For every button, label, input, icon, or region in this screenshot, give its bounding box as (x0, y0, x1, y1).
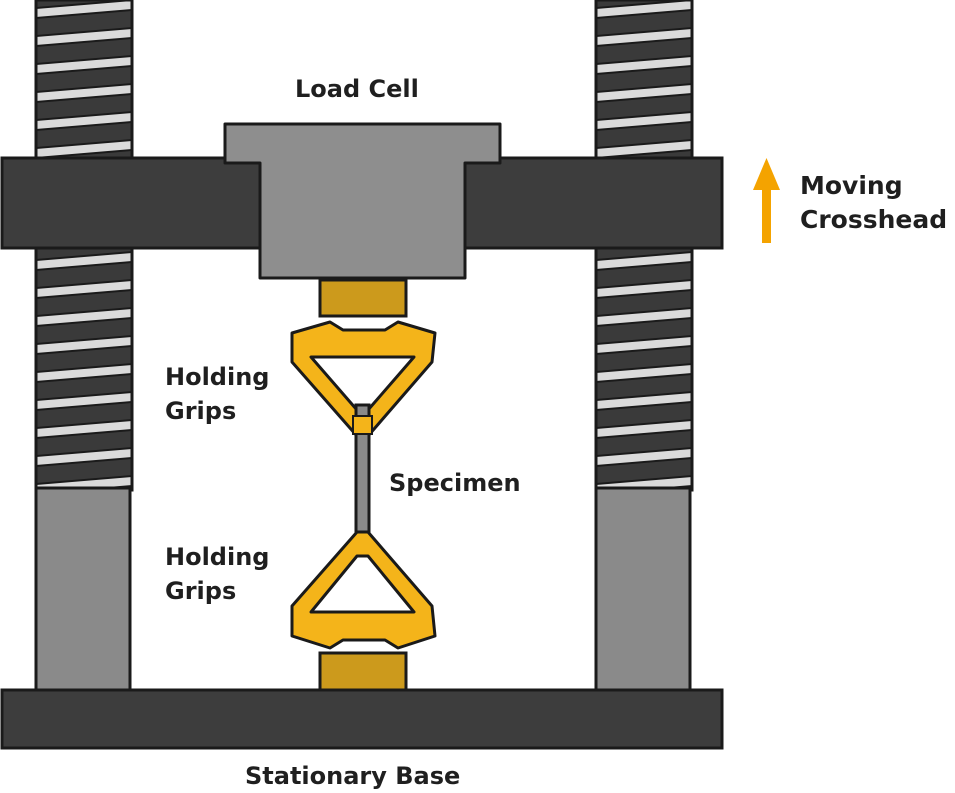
lower-grips-label: Holding Grips (165, 540, 269, 608)
upper-grips-label-line2: Grips (165, 397, 237, 425)
stationary-base-label: Stationary Base (245, 762, 461, 790)
stationary-base (0, 688, 724, 750)
arrow-up-icon (753, 158, 780, 243)
upper-grip-mount (318, 278, 408, 318)
load-cell-label: Load Cell (295, 75, 419, 103)
specimen-label: Specimen (389, 469, 521, 497)
left-lead-screw (34, 0, 134, 492)
lower-grip-mount (318, 651, 408, 693)
lower-holding-grip (290, 530, 437, 650)
lower-grips-label-line1: Holding (165, 543, 270, 571)
right-support-column (594, 486, 692, 694)
moving-crosshead-label-line2: Crosshead (800, 205, 948, 234)
moving-crosshead-label: Moving Crosshead (800, 169, 947, 237)
lower-grips-label-line2: Grips (165, 577, 237, 605)
load-cell (223, 122, 502, 280)
moving-crosshead-label-line1: Moving (800, 171, 903, 200)
specimen-clamp-top (352, 415, 373, 435)
upper-grips-label: Holding Grips (165, 360, 269, 428)
left-support-column (34, 486, 132, 694)
right-lead-screw (594, 0, 694, 492)
upper-grips-label-line1: Holding (165, 363, 270, 391)
